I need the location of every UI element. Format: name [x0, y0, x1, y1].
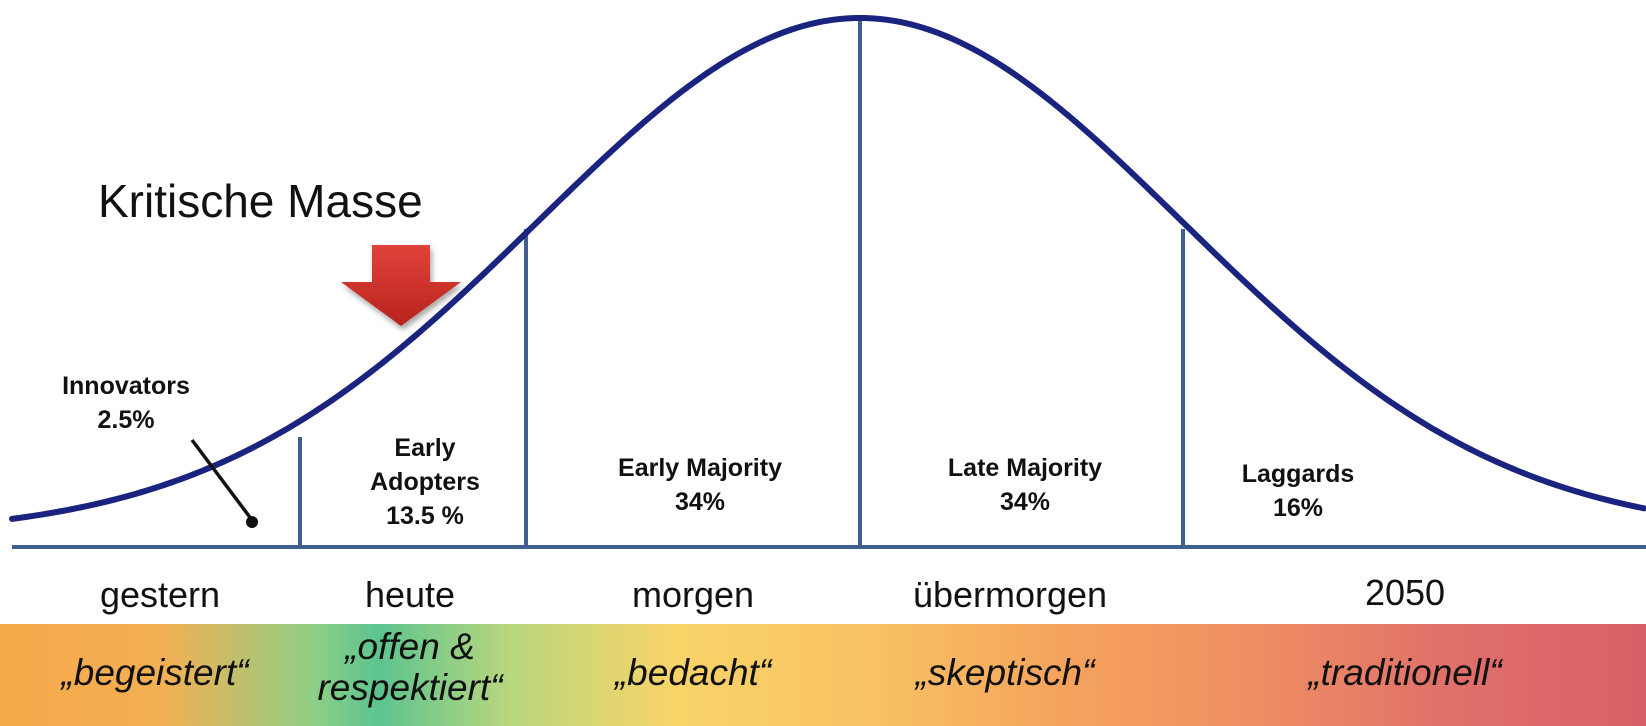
group-share: 2.5% — [97, 405, 155, 434]
attitude-traditionell: „traditionell“ — [1308, 652, 1502, 693]
timeline-label-uebermorgen: übermorgen — [912, 574, 1108, 615]
attitude-offen-respektiert: „offen & respektiert“ — [290, 626, 530, 709]
group-label-innovators: Innovators 2.5% — [20, 370, 232, 438]
group-label-early-majority: Early Majority 34% — [570, 452, 830, 520]
attitude-line1: „offen & — [345, 626, 475, 667]
attitude-bedacht: „bedacht“ — [614, 652, 772, 693]
group-name: Early Majority — [618, 454, 782, 482]
group-name: Late Majority — [947, 454, 1103, 482]
group-label-laggards: Laggards 16% — [1208, 458, 1388, 526]
bell-curve-line — [9, 15, 1646, 522]
innovators-pointer-line — [190, 438, 254, 522]
attitude-band — [0, 624, 1646, 726]
attitude-line2: respektiert“ — [317, 667, 503, 709]
group-name-line2: Adopters — [370, 467, 480, 496]
attitude-skeptisch: „skeptisch“ — [915, 652, 1095, 693]
group-share: 16% — [1272, 493, 1324, 522]
group-share: 34% — [674, 487, 726, 516]
group-name: Innovators — [62, 372, 190, 400]
attitude-begeistert: „begeistert“ — [61, 652, 249, 693]
timeline-label-2050: 2050 — [1364, 572, 1446, 613]
down-arrow-icon — [341, 245, 461, 326]
timeline-label-morgen: morgen — [631, 574, 755, 615]
group-share: 13.5 % — [386, 501, 464, 530]
group-name: Laggards — [1241, 460, 1355, 488]
diagram-title: Kritische Masse — [98, 175, 423, 227]
timeline-label-heute: heute — [364, 574, 456, 615]
group-label-early-adopters: Early Adopters 13.5 % — [340, 432, 510, 533]
group-label-late-majority: Late Majority 34% — [895, 452, 1155, 520]
group-share: 34% — [999, 487, 1051, 516]
timeline-label-gestern: gestern — [99, 574, 221, 615]
innovators-pointer-dot — [246, 516, 258, 528]
group-name-line1: Early — [394, 434, 456, 462]
